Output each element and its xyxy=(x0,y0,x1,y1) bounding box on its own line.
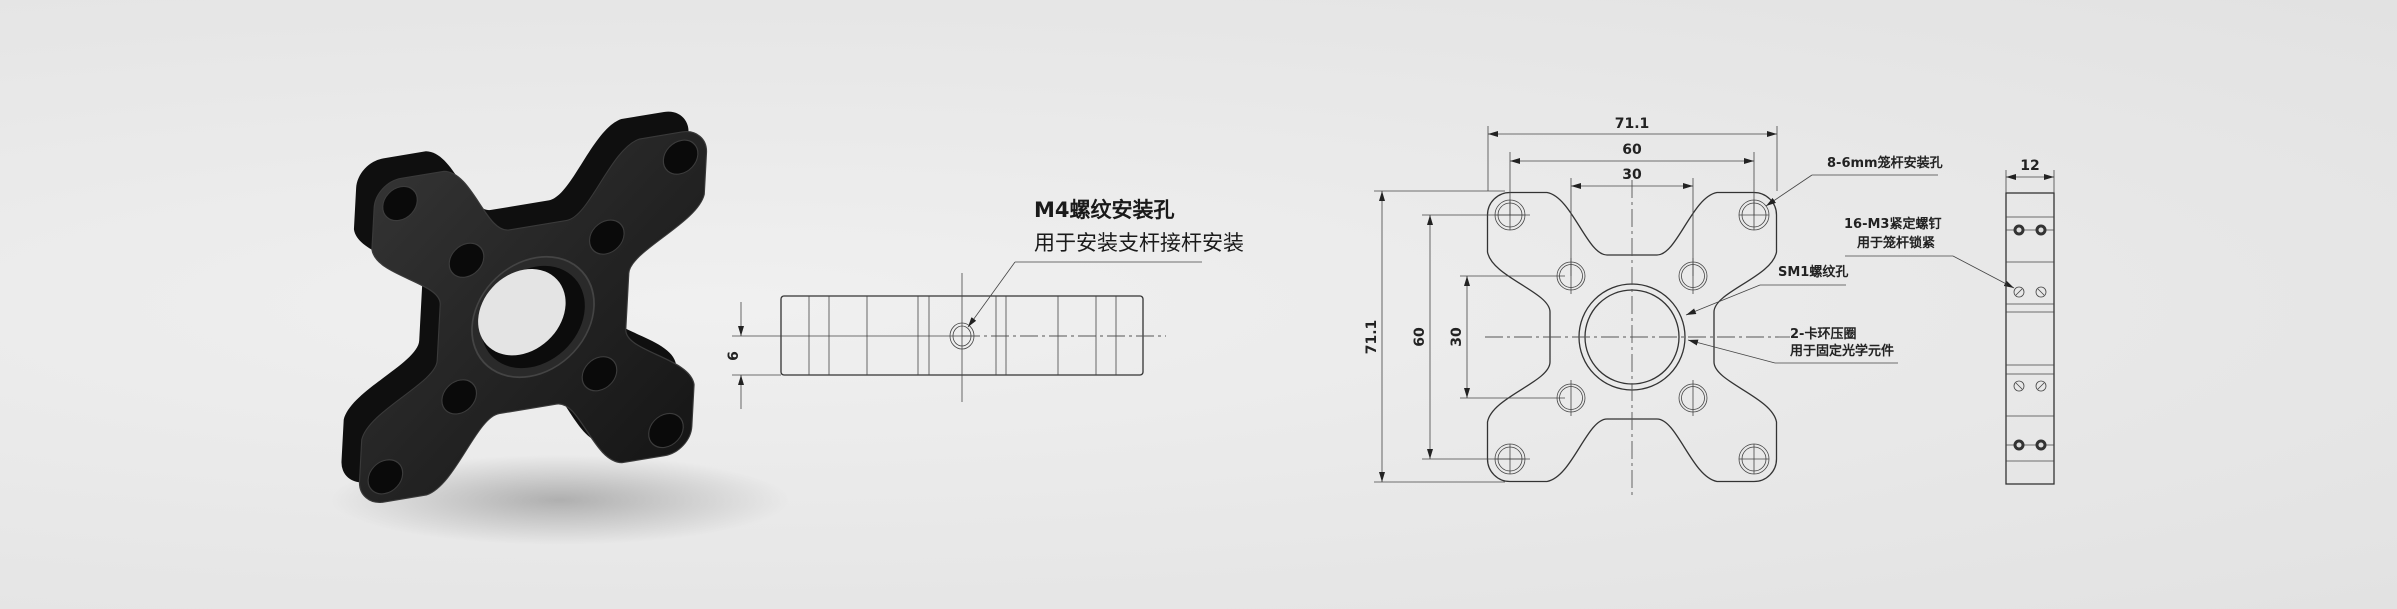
callout-sm1: SM1螺纹孔 xyxy=(1778,264,1848,280)
callout-ring-title: 2-卡环压圈 xyxy=(1790,326,1856,342)
front-view-drawing: 71.1 60 30 71.1 60 30 8-6mm笼杆安装孔 16-M3紧定… xyxy=(1364,116,2015,495)
dim-height-overall: 71.1 xyxy=(1364,320,1380,355)
dim-height-holes: 60 xyxy=(1412,327,1428,347)
setscrew-icons xyxy=(2013,224,2047,451)
edge-view-drawing: 12 xyxy=(2005,158,2055,485)
dim-width-overall: 71.1 xyxy=(1615,116,1650,132)
m4-hole xyxy=(949,322,975,350)
m4-callout-desc: 用于安装支杆接杆安装 xyxy=(1034,231,1244,255)
dim-thickness: 6 xyxy=(726,351,742,361)
dim-width-holes: 60 xyxy=(1622,142,1642,158)
callout-setscrew-title: 16-M3紧定螺钉 xyxy=(1844,216,1941,232)
callout-ring-desc: 用于固定光学元件 xyxy=(1789,343,1894,359)
callout-setscrew-desc: 用于笼杆锁紧 xyxy=(1856,235,1935,251)
m4-callout-title: M4螺纹安装孔 xyxy=(1034,198,1175,222)
product-3d-render xyxy=(330,107,790,545)
dim-width-inner: 30 xyxy=(1622,167,1642,183)
side-view-drawing: 6 M4螺纹安装孔 用于安装支杆接杆安装 xyxy=(726,198,1244,409)
dim-height-inner: 30 xyxy=(1449,327,1465,347)
callout-cage-holes: 8-6mm笼杆安装孔 xyxy=(1827,155,1943,171)
dim-depth: 12 xyxy=(2020,158,2039,174)
